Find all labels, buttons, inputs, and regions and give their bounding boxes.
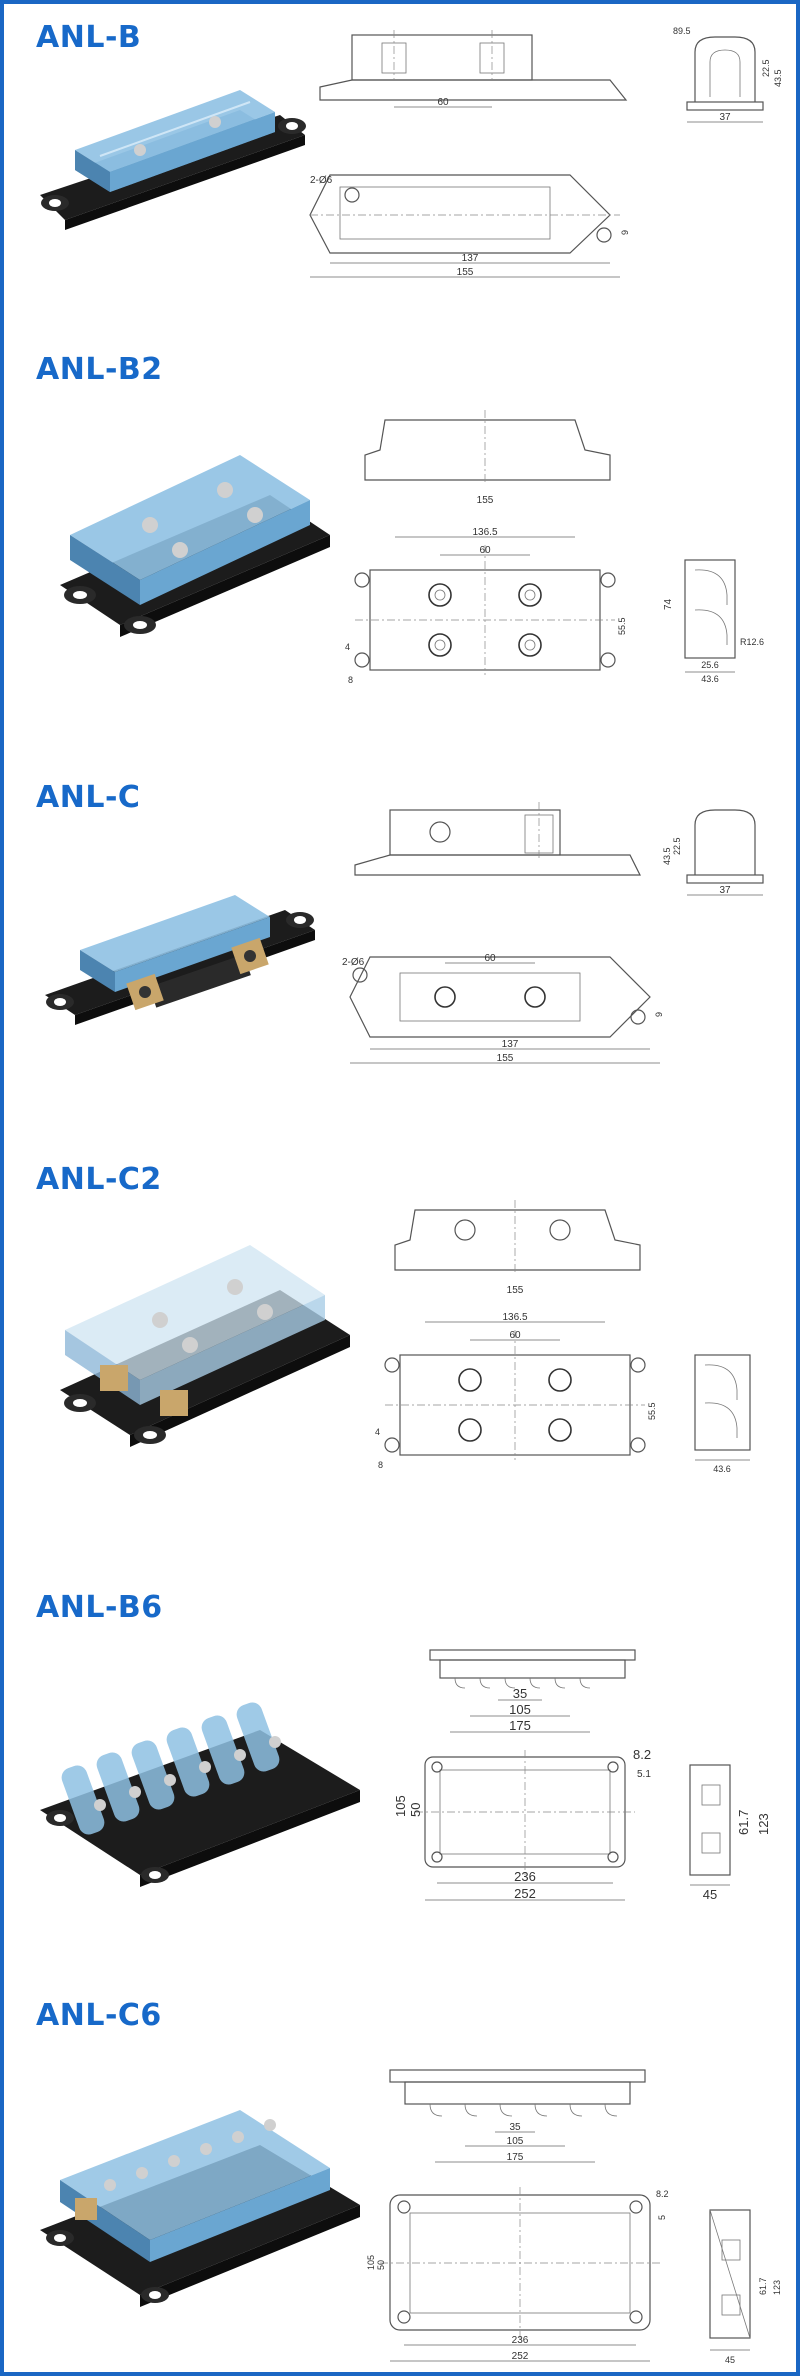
dim-155: 155 xyxy=(507,1285,524,1296)
dim-137: 137 xyxy=(502,1039,519,1050)
fuse-holder-photo xyxy=(40,90,306,230)
side-view-drawing xyxy=(354,802,641,876)
dim-136-5: 136.5 xyxy=(472,527,497,538)
dim-8-2: 8.2 xyxy=(656,2189,669,2199)
dim-61-7: 61.7 xyxy=(736,1810,751,1835)
top-view-drawing: 8.2 5 105 50 236 252 xyxy=(366,2187,669,2362)
front-view-drawing: 35 105 175 xyxy=(429,1649,636,1733)
dim-25-6: 25.6 xyxy=(701,660,719,670)
dim-155: 155 xyxy=(477,495,494,506)
dim-55-5: 55.5 xyxy=(647,1402,657,1420)
model-title: ANL-B6 xyxy=(36,1590,163,1625)
section-anl-b6: ANL-B6 35 105 175 xyxy=(0,1580,800,1980)
end-view-drawing: 37 89.5 22.5 43.5 xyxy=(673,26,783,123)
top-view-drawing: 2-Ø6 9 137 155 xyxy=(309,174,630,278)
end-view-drawing: 22.5 43.5 37 xyxy=(662,809,764,896)
dim-105: 105 xyxy=(507,2136,524,2147)
dim-175: 175 xyxy=(509,1718,531,1733)
dim-5-1: 5.1 xyxy=(637,1769,651,1780)
dim-252: 252 xyxy=(514,1886,536,1901)
dim-r12-6: R12.6 xyxy=(740,637,764,647)
fuse-holder-photo xyxy=(60,1245,350,1447)
dim-45: 45 xyxy=(725,2355,735,2365)
top-view-drawing: 136.5 60 55.5 4 8 xyxy=(375,1312,657,1470)
dim-105: 105 xyxy=(393,1795,408,1817)
section-anl-b: ANL-B 60 37 89.5 22.5 43.5 xyxy=(0,0,800,340)
dim-236: 236 xyxy=(512,2335,529,2346)
dim-175: 175 xyxy=(507,2152,524,2163)
dim-35: 35 xyxy=(509,2122,521,2133)
dim-35: 35 xyxy=(513,1686,527,1701)
top-view-drawing: 8.2 5.1 105 50 236 252 xyxy=(393,1747,651,1901)
dim-4: 4 xyxy=(345,642,350,652)
section-anl-c2: ANL-C2 155 136.5 xyxy=(0,1150,800,1580)
side-view-drawing: 60 xyxy=(319,30,628,108)
section-anl-c6: ANL-C6 35 105 175 8.2 5 xyxy=(0,1980,800,2376)
model-title: ANL-C2 xyxy=(36,1162,162,1197)
dim-252: 252 xyxy=(512,2351,529,2362)
fuse-holder-photo xyxy=(45,895,315,1025)
top-view-drawing: 136.5 60 55.5 4 8 xyxy=(345,527,627,685)
dim-60: 60 xyxy=(479,545,491,556)
dim-50: 50 xyxy=(376,2260,386,2270)
dim-55-5: 55.5 xyxy=(617,617,627,635)
dim-2-holes: 2-Ø6 xyxy=(310,175,333,186)
dim-37: 37 xyxy=(719,112,731,123)
fuse-holder-photo xyxy=(40,1702,360,1887)
model-title: ANL-C xyxy=(36,780,141,815)
dim-123: 123 xyxy=(756,1813,771,1835)
dim-43-6: 43.6 xyxy=(701,674,719,684)
dim-43-5: 43.5 xyxy=(662,847,672,865)
dim-37: 37 xyxy=(719,885,731,896)
dim-105: 105 xyxy=(366,2255,376,2270)
end-view-drawing: 43.6 xyxy=(694,1354,751,1474)
dim-60: 60 xyxy=(484,953,496,964)
front-view-drawing: 35 105 175 xyxy=(389,2069,646,2163)
section-anl-b2: ANL-B2 155 136.5 xyxy=(0,340,800,750)
dim-9: 9 xyxy=(620,230,630,235)
dim-50: 50 xyxy=(408,1803,423,1817)
dim-9: 9 xyxy=(654,1012,664,1017)
section-anl-c: ANL-C 22.5 43.5 37 xyxy=(0,750,800,1150)
model-title: ANL-B xyxy=(36,20,142,55)
dim-155: 155 xyxy=(497,1053,514,1064)
end-view-drawing: 61.7 123 45 xyxy=(689,1764,771,1902)
dim-123: 123 xyxy=(772,2280,782,2295)
dim-60: 60 xyxy=(437,97,449,108)
dim-105: 105 xyxy=(509,1702,531,1717)
model-title: ANL-B2 xyxy=(36,352,163,387)
model-title: ANL-C6 xyxy=(36,1998,162,2033)
dim-4: 4 xyxy=(375,1427,380,1437)
dim-22-5: 22.5 xyxy=(672,837,682,855)
dim-8: 8 xyxy=(348,675,353,685)
end-view-drawing: 61.7 123 45 xyxy=(709,2209,782,2365)
dim-2-holes: 2-Ø6 xyxy=(342,957,365,968)
front-view-drawing: 155 xyxy=(364,410,611,506)
dim-43-5: 43.5 xyxy=(773,69,783,87)
dim-137: 137 xyxy=(462,253,479,264)
dim-8: 8 xyxy=(378,1460,383,1470)
dim-5: 5 xyxy=(657,2215,667,2220)
dim-236: 236 xyxy=(514,1869,536,1884)
dim-45: 45 xyxy=(703,1887,717,1902)
fuse-holder-photo xyxy=(60,455,330,637)
dim-22-5: 22.5 xyxy=(761,59,771,77)
top-view-drawing: 60 2-Ø6 9 137 155 xyxy=(342,953,664,1064)
dim-136-5: 136.5 xyxy=(502,1312,527,1323)
end-view-drawing: 74 R12.6 25.6 43.6 xyxy=(663,559,764,684)
dim-61-7: 61.7 xyxy=(758,2277,768,2295)
front-view-drawing: 155 xyxy=(394,1200,641,1296)
dim-8-2: 8.2 xyxy=(633,1747,651,1762)
dim-43-6: 43.6 xyxy=(713,1464,731,1474)
dim-89-5: 89.5 xyxy=(673,26,691,36)
dim-74: 74 xyxy=(663,598,674,610)
dim-60: 60 xyxy=(509,1330,521,1341)
dim-155: 155 xyxy=(457,267,474,278)
fuse-holder-photo xyxy=(40,2110,360,2307)
